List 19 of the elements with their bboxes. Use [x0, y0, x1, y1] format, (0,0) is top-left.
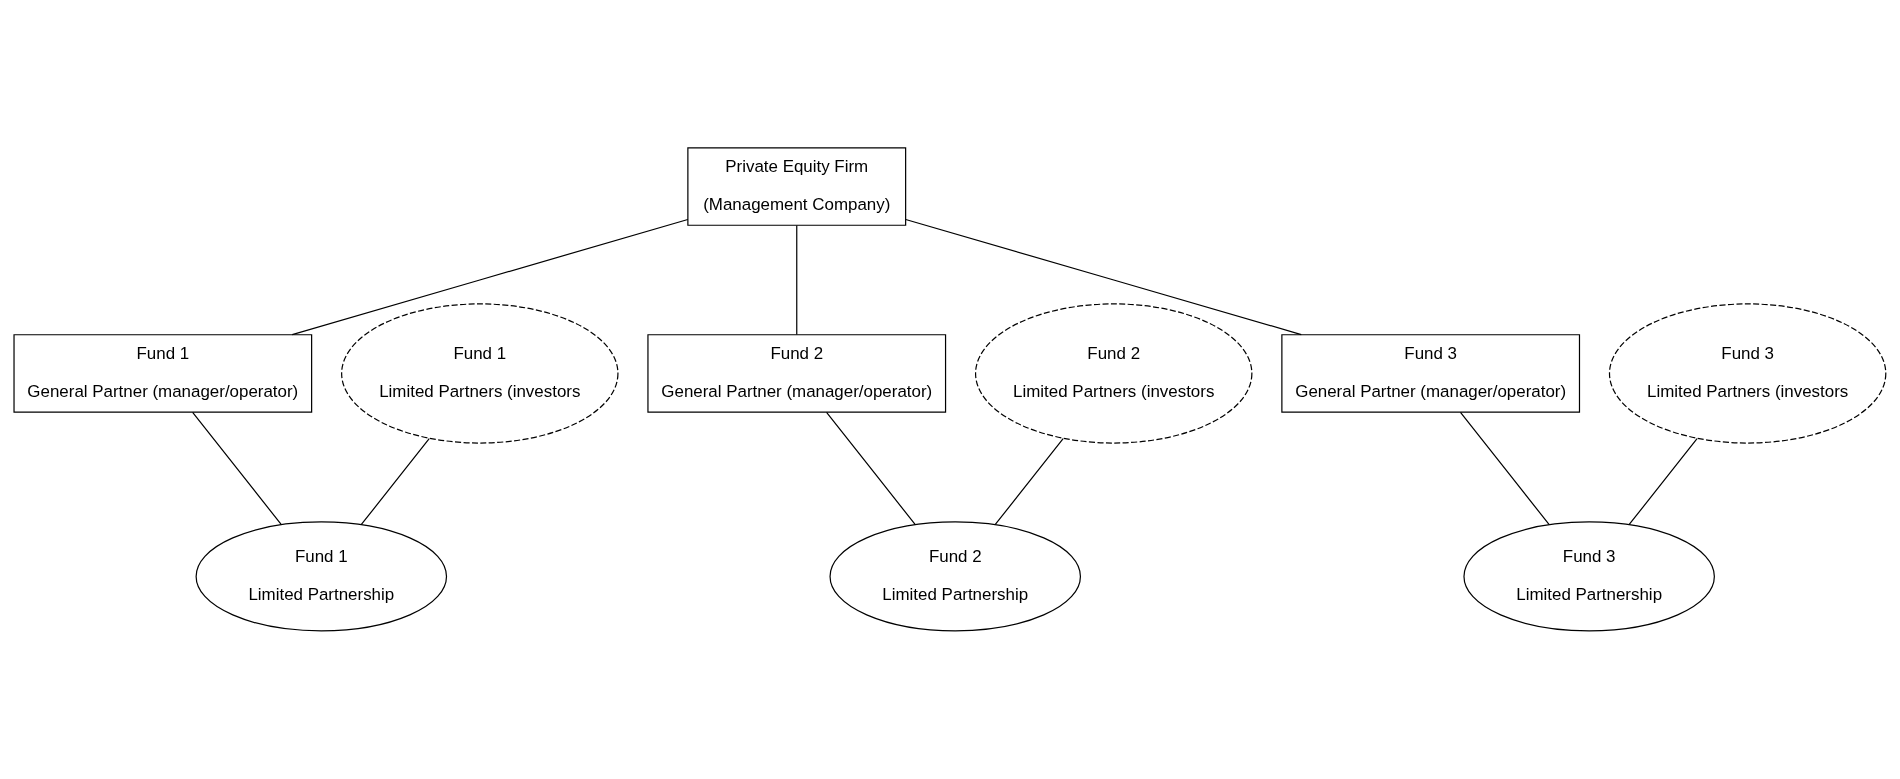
node-ellipse: Fund 3 Limited Partners (investors: [1608, 303, 1887, 444]
node-ellipse: Fund 2 Limited Partnership: [829, 521, 1082, 632]
connector: [192, 411, 282, 525]
node-ellipse: Fund 2 Limited Partners (investors: [974, 303, 1253, 444]
connector: [1628, 438, 1698, 526]
node-box: Private Equity Firm (Management Company): [687, 147, 907, 226]
node-box: Fund 3 General Partner (manager/operator): [1281, 334, 1581, 413]
node-ellipse: Fund 3 Limited Partnership: [1463, 521, 1715, 632]
connector: [796, 224, 798, 336]
connector: [1459, 411, 1550, 525]
node-ellipse: Fund 1 Limited Partnership: [195, 521, 448, 632]
node-box: Fund 1 General Partner (manager/operator): [13, 334, 313, 413]
connector: [905, 218, 1302, 336]
connector: [994, 438, 1064, 526]
connector: [360, 438, 430, 526]
connector: [825, 411, 916, 525]
connector: [291, 218, 689, 336]
node-box: Fund 2 General Partner (manager/operator): [647, 334, 947, 413]
node-ellipse: Fund 1 Limited Partners (investors: [341, 303, 619, 444]
